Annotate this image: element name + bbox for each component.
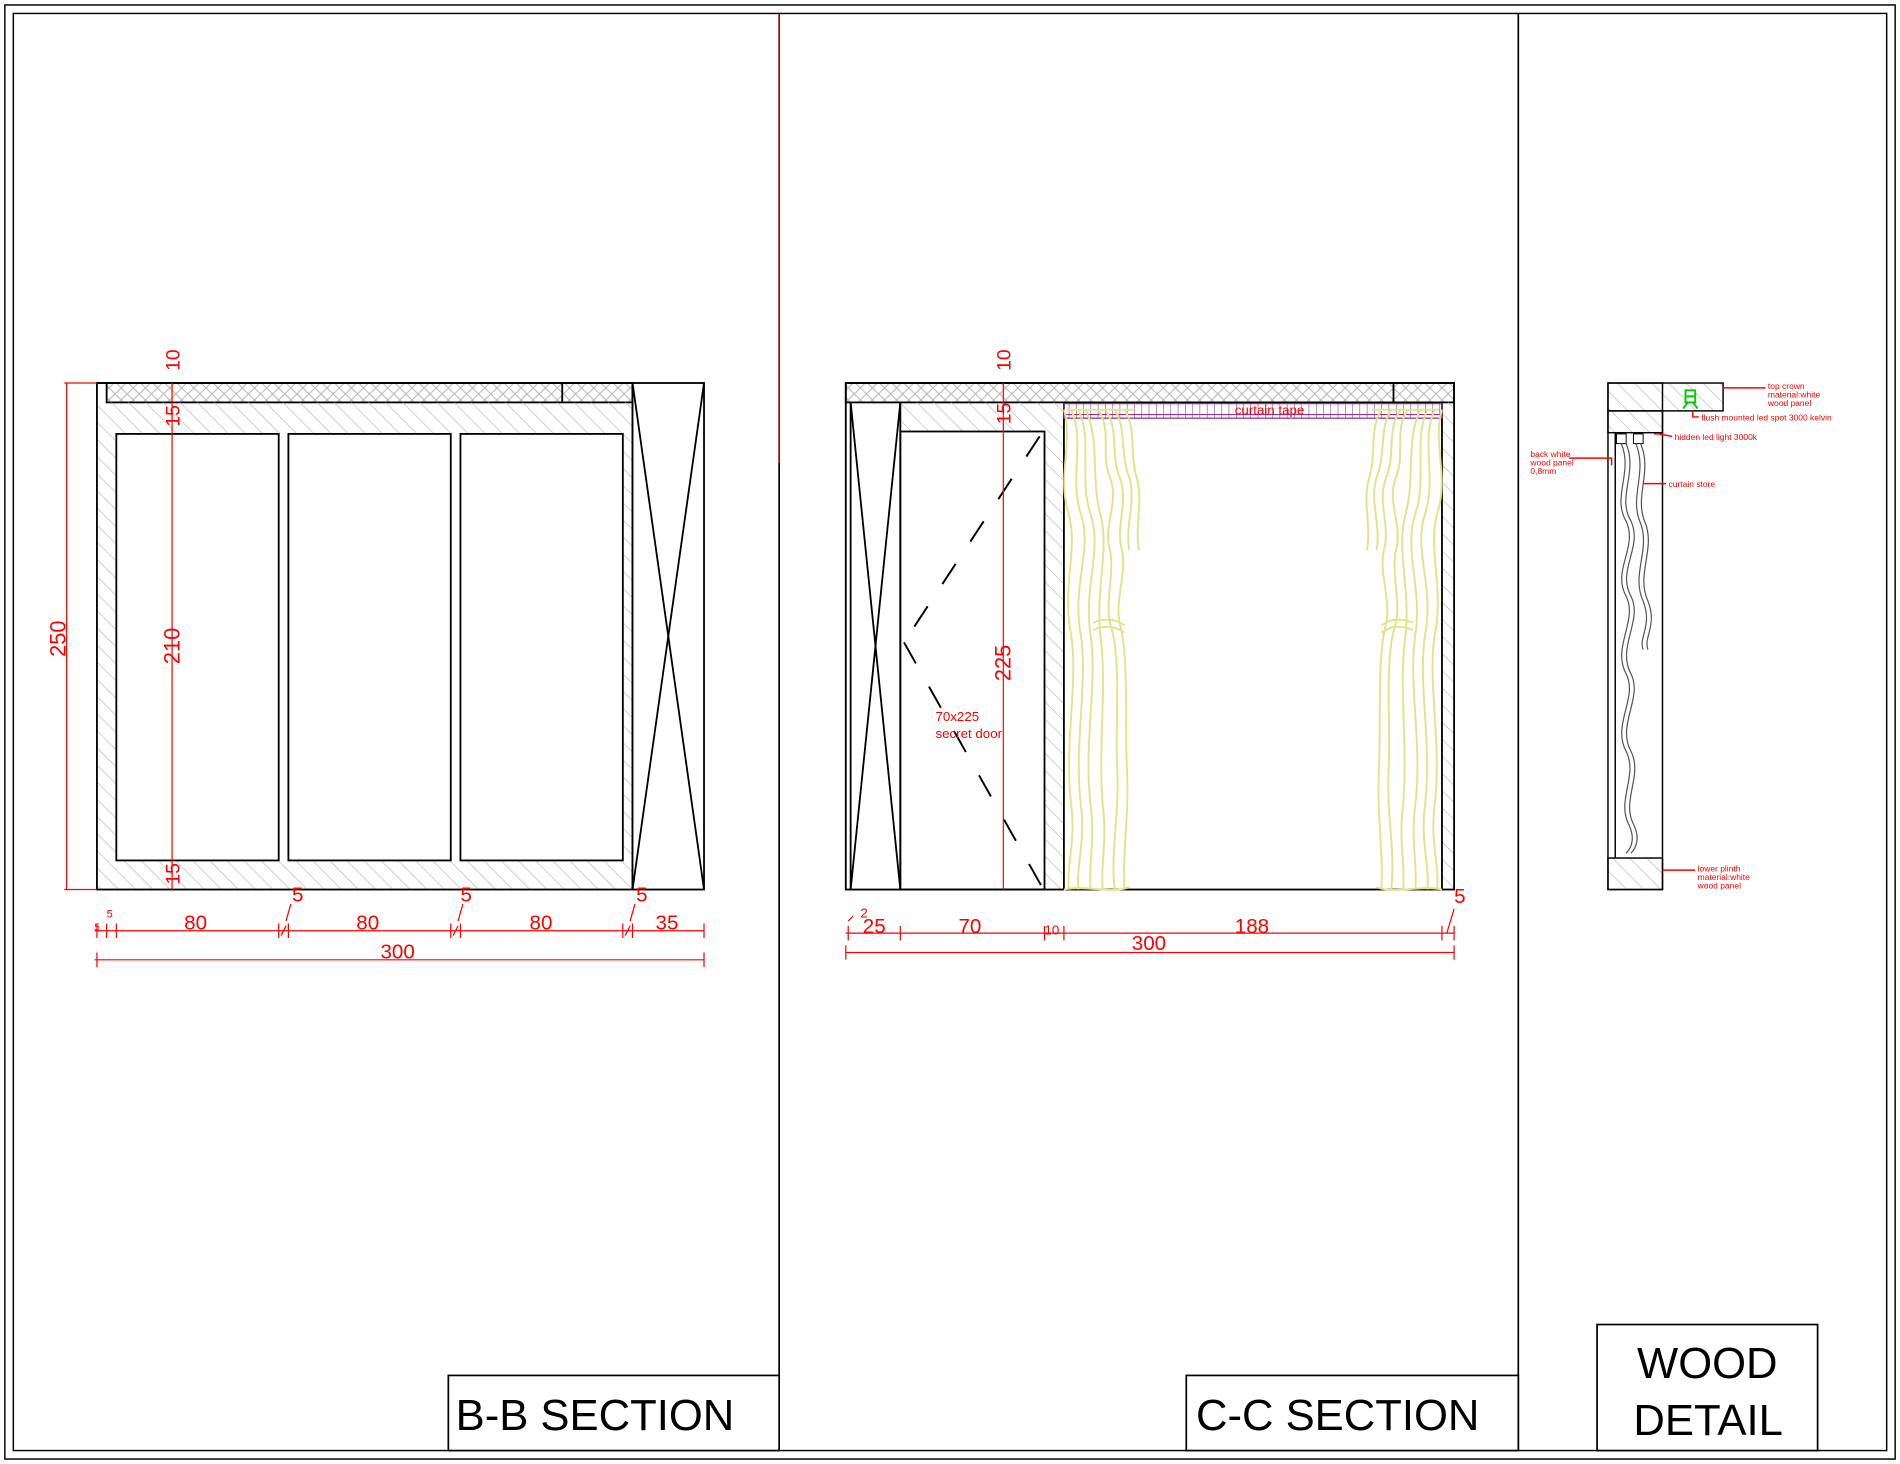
cc-secret-door-label: secret door xyxy=(935,726,1002,741)
bb-section-drawing xyxy=(96,382,705,891)
cc-door-swing xyxy=(903,435,1043,888)
cc-curtain-right xyxy=(1365,408,1443,891)
note-back-panel-3: 0,8mm xyxy=(1530,466,1556,476)
note-lower-plinth-2: material:white xyxy=(1698,872,1751,882)
wood-detail-drawing xyxy=(1607,382,1724,891)
note-top-crown-2: material:white xyxy=(1768,390,1821,400)
wood-detail-leaders xyxy=(1569,387,1766,871)
wood-detail-title-block: WOOD DETAIL xyxy=(1596,1323,1819,1452)
note-back-panel-1: back white xyxy=(1530,449,1570,459)
wood-detail-title-line-1: WOOD xyxy=(1637,1340,1778,1388)
note-top-crown-1: top crown xyxy=(1768,381,1805,391)
note-back-panel-2: wood panel xyxy=(1529,457,1573,467)
cc-dim-top-beam: 10 xyxy=(994,349,1016,371)
cc-dim-top-frame: 15 xyxy=(994,403,1016,425)
bb-door-3 xyxy=(459,433,624,862)
note-curtain-store: curtain store xyxy=(1669,479,1716,489)
cc-dim-gap: 10 xyxy=(1045,922,1060,937)
bb-dim-top-beam: 10 xyxy=(162,349,184,371)
bb-dimensions xyxy=(64,382,705,968)
bb-dim-door-1: 80 xyxy=(184,912,207,935)
cc-dim-end-gap: 5 xyxy=(1454,885,1465,908)
bb-dim-gap-3: 5 xyxy=(636,884,647,907)
wood-detail-curtain-store xyxy=(1620,443,1652,854)
bb-dim-start-gap-b: 5 xyxy=(107,908,113,920)
bb-dim-door-height: 210 xyxy=(159,628,184,664)
cc-dim-overall-width: 300 xyxy=(1132,932,1166,955)
bb-dim-side-panel: 35 xyxy=(656,912,679,935)
bb-dim-door-3: 80 xyxy=(530,912,553,935)
bb-door-2 xyxy=(287,433,452,862)
bb-dim-bottom-frame: 15 xyxy=(162,863,184,885)
note-hidden-led: hidden led light 3000k xyxy=(1675,432,1758,442)
bb-dim-door-2: 80 xyxy=(356,912,379,935)
bb-dim-gap-2: 5 xyxy=(460,884,471,907)
cc-dim-side-panel: 25 xyxy=(863,915,886,938)
bb-dim-top-frame: 15 xyxy=(162,405,184,427)
cc-title-block: C-C SECTION xyxy=(1185,1374,1520,1452)
cc-dim-start-gap: 2 xyxy=(860,905,867,920)
bb-dim-overall-width: 300 xyxy=(380,941,414,964)
cc-dim-curtain-bay: 188 xyxy=(1235,915,1269,938)
note-led-spot: flush mounted led spot 3000 kelvin xyxy=(1701,413,1832,423)
cc-dim-secret-door-width: 70 xyxy=(958,915,981,938)
cc-secret-door xyxy=(899,430,1046,891)
cc-curtain-left xyxy=(1062,408,1141,891)
note-top-crown-3: wood panel xyxy=(1767,398,1811,408)
bb-section-title: B-B SECTION xyxy=(456,1392,735,1440)
cc-dimension-labels: 10 15 225 2 25 70 10 188 5 300 curtain t… xyxy=(860,349,1465,955)
note-lower-plinth-3: wood panel xyxy=(1697,880,1741,890)
wood-detail-title-line-2: DETAIL xyxy=(1633,1397,1782,1445)
bb-door-1 xyxy=(115,433,280,862)
note-lower-plinth-1: lower plinth xyxy=(1698,863,1741,873)
bb-dimension-labels: 10 15 210 15 250 5 5 80 5 80 5 80 5 35 3… xyxy=(45,349,678,963)
cc-dim-door-height: 225 xyxy=(991,645,1016,681)
cc-secret-door-size: 70x225 xyxy=(935,709,979,724)
bb-dim-overall-height: 250 xyxy=(45,620,70,656)
cc-section-drawing xyxy=(844,382,1455,891)
bb-dim-gap-1: 5 xyxy=(292,884,303,907)
bb-title-block: B-B SECTION xyxy=(447,1374,780,1452)
bb-dim-start-gap-a: 5 xyxy=(95,923,100,934)
led-spot-icon xyxy=(1682,389,1699,410)
cc-curtain-tape-label: curtain tape xyxy=(1235,403,1305,418)
wood-detail-notes: top crown material:white wood panel flus… xyxy=(1529,381,1832,890)
cc-section-title: C-C SECTION xyxy=(1196,1392,1479,1440)
sheet-border xyxy=(4,4,1896,1460)
cc-dimensions xyxy=(845,383,1455,960)
